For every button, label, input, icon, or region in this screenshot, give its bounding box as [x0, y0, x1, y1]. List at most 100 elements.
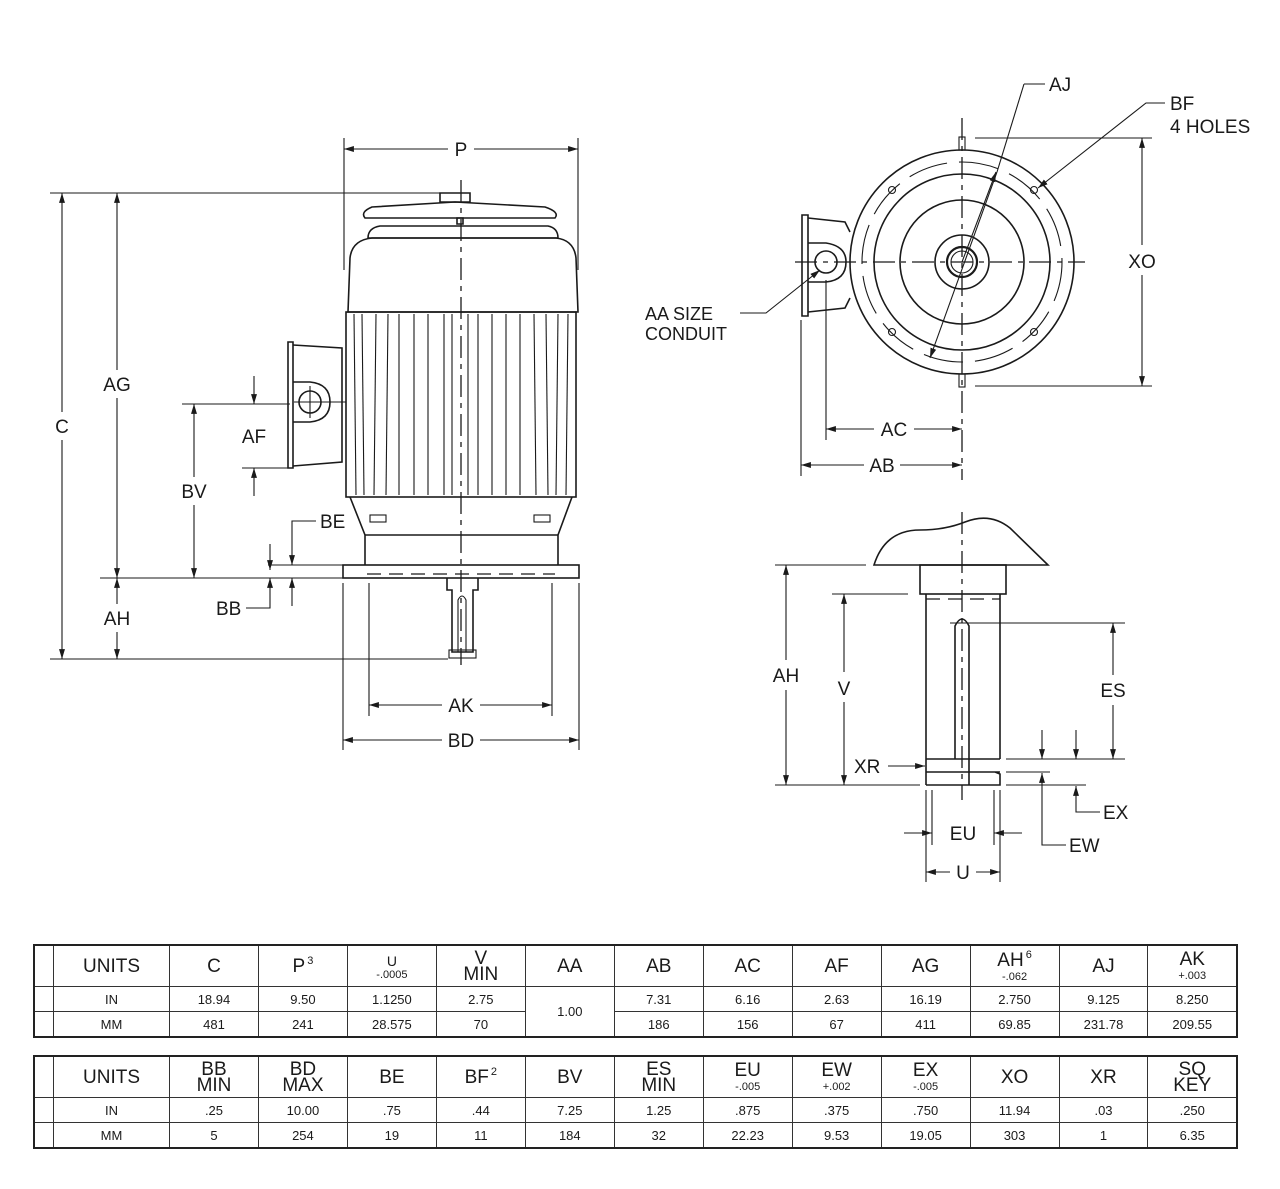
value-cell: 18.94 — [169, 986, 259, 1012]
label-AH-detail: AH — [773, 666, 799, 687]
value-cell: 1.1250 — [346, 986, 437, 1012]
value-cell: 411 — [880, 1011, 971, 1038]
column-header: EW+.002 — [791, 1055, 882, 1098]
row-stub — [33, 944, 54, 987]
header-label: XR — [1090, 1066, 1117, 1088]
value-cell: 209.55 — [1147, 1011, 1238, 1038]
label-C: C — [55, 417, 69, 438]
units-cell: IN — [53, 1097, 170, 1123]
header-label: AF — [824, 955, 849, 977]
value-cell: .375 — [791, 1097, 882, 1123]
header-qualifier: MIN — [463, 963, 499, 985]
value-cell: 1 — [1058, 1122, 1149, 1149]
shaft-detail: AH V ES XR EX — [773, 512, 1129, 884]
dim-BD: BD — [342, 583, 580, 752]
dim-AA: AA SIZE CONDUIT — [645, 269, 821, 344]
header-qualifier: KEY — [1173, 1074, 1212, 1096]
label-AB: AB — [869, 456, 894, 477]
value-cell: 8.250 — [1147, 986, 1238, 1012]
column-header: AJ — [1058, 944, 1149, 987]
value-cell: 241 — [257, 1011, 348, 1038]
header-tolerance: +.003 — [1178, 970, 1207, 982]
label-AC: AC — [881, 420, 907, 441]
dim-BF: BF 4 HOLES — [1037, 94, 1250, 189]
value-cell: 10.00 — [257, 1097, 348, 1123]
footnote-ref: 2 — [490, 1066, 498, 1078]
label-EW: EW — [1069, 836, 1100, 857]
value-cell: 156 — [702, 1011, 793, 1038]
header-label: AB — [646, 955, 672, 977]
header-tolerance: +.002 — [822, 1081, 851, 1093]
value-cell: 9.53 — [791, 1122, 882, 1149]
header-label: AG — [911, 955, 940, 977]
label-BD: BD — [448, 731, 474, 752]
column-header: AB — [613, 944, 704, 987]
value-cell: 9.50 — [257, 986, 348, 1012]
header-label: BV — [557, 1066, 583, 1088]
value-cell: .250 — [1147, 1097, 1238, 1123]
dim-EU: EU — [904, 790, 1022, 845]
value-cell: 19.05 — [880, 1122, 971, 1149]
dim-XO: XO — [975, 137, 1156, 387]
column-header: AA — [524, 944, 615, 987]
column-header: BE — [346, 1055, 437, 1098]
column-header: EU-.005 — [702, 1055, 793, 1098]
label-BB: BB — [216, 599, 241, 620]
row-stub — [33, 1055, 54, 1098]
value-cell: .44 — [435, 1097, 526, 1123]
column-header: XR — [1058, 1055, 1149, 1098]
value-cell: 186 — [613, 1011, 704, 1038]
column-header: AG — [880, 944, 971, 987]
value-cell: 16.19 — [880, 986, 971, 1012]
row-stub — [33, 986, 54, 1012]
label-XO: XO — [1128, 252, 1155, 273]
value-cell: 69.85 — [969, 1011, 1060, 1038]
column-header: UNITS — [53, 1055, 170, 1098]
header-qualifier: MIN — [196, 1074, 232, 1096]
column-header: EX-.005 — [880, 1055, 971, 1098]
dim-P: P — [343, 138, 579, 270]
column-header: AK+.003 — [1147, 944, 1238, 987]
label-AK: AK — [448, 696, 474, 717]
units-cell: MM — [53, 1122, 170, 1149]
dim-AJ: AJ — [929, 75, 1071, 359]
header-tolerance: -.005 — [913, 1081, 939, 1093]
units-cell: IN — [53, 986, 170, 1012]
dim-AB: AB — [800, 320, 962, 477]
dim-BE: BE — [268, 512, 345, 606]
dim-AF: AF — [242, 376, 288, 496]
header-tolerance: -.005 — [735, 1081, 761, 1093]
header-label: BB — [201, 1058, 227, 1080]
motor-body — [287, 180, 580, 665]
dim-AG: AG — [103, 193, 131, 578]
value-cell: 67 — [791, 1011, 882, 1038]
footnote-ref: 3 — [307, 955, 314, 967]
value-cell: 5 — [169, 1122, 259, 1149]
shaft-detail-body — [872, 512, 1050, 800]
label-AJ: AJ — [1049, 75, 1071, 96]
column-header: XO — [969, 1055, 1060, 1098]
header-label: BF — [464, 1067, 489, 1088]
dim-XR: XR — [854, 757, 925, 778]
header-label: SQ — [1178, 1058, 1206, 1080]
column-header: C — [169, 944, 259, 987]
header-qualifier: MIN — [641, 1074, 677, 1096]
label-AG: AG — [103, 375, 130, 396]
label-BF: BF — [1170, 94, 1194, 115]
header-label: P — [292, 956, 306, 977]
header-label: AJ — [1092, 955, 1115, 977]
header-label: EX — [912, 1060, 939, 1081]
dim-U: U — [925, 790, 1001, 884]
